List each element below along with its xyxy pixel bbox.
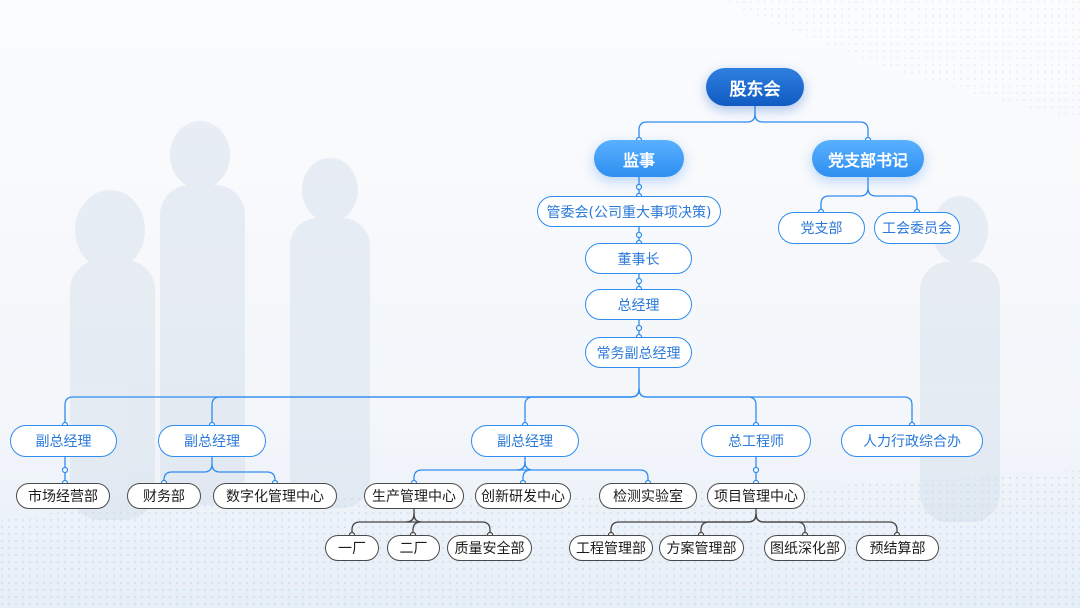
link-project-center bbox=[755, 513, 898, 535]
link-deputy-gm-3 bbox=[524, 461, 649, 483]
link-project-center bbox=[610, 513, 757, 535]
connector-dot bbox=[635, 183, 643, 191]
node-innovation-rd-center[interactable]: 创新研发中心 bbox=[475, 483, 571, 509]
node-shareholders[interactable]: 股东会 bbox=[706, 68, 804, 106]
node-plant-2[interactable]: 二厂 bbox=[387, 535, 440, 561]
link-shareholders bbox=[754, 113, 869, 140]
node-plant-1[interactable]: 一厂 bbox=[325, 535, 379, 561]
link-project-center bbox=[700, 513, 757, 535]
link-deputy-gm-2 bbox=[163, 463, 213, 483]
node-engineering-mgmt-dept[interactable]: 工程管理部 bbox=[569, 535, 653, 561]
node-quality-safety-dept[interactable]: 质量安全部 bbox=[447, 535, 532, 561]
link-executive-vp bbox=[524, 388, 640, 425]
node-drawing-detail-dept[interactable]: 图纸深化部 bbox=[764, 535, 846, 561]
connector-dot bbox=[752, 466, 760, 474]
link-deputy-gm-3 bbox=[413, 461, 526, 483]
node-union-committee[interactable]: 工会委员会 bbox=[874, 212, 960, 244]
link-production-center bbox=[351, 513, 415, 535]
connector-dot bbox=[635, 231, 643, 239]
node-digital-mgmt-center[interactable]: 数字化管理中心 bbox=[213, 483, 337, 509]
connector-dot bbox=[635, 324, 643, 332]
link-shareholders bbox=[638, 113, 756, 140]
node-chief-engineer[interactable]: 总工程师 bbox=[701, 425, 811, 457]
node-finance-dept[interactable]: 财务部 bbox=[127, 483, 201, 509]
link-production-center bbox=[413, 513, 491, 535]
connector-dot bbox=[61, 466, 69, 474]
link-deputy-gm-3 bbox=[516, 461, 532, 483]
node-party-secretary[interactable]: 党支部书记 bbox=[812, 140, 924, 177]
link-deputy-gm-2 bbox=[211, 463, 276, 483]
node-executive-vp[interactable]: 常务副总经理 bbox=[585, 337, 692, 368]
link-executive-vp bbox=[638, 388, 913, 425]
node-marketing-dept[interactable]: 市场经营部 bbox=[16, 483, 110, 509]
node-hr-admin-office[interactable]: 人力行政综合办 bbox=[841, 425, 983, 457]
node-budget-dept[interactable]: 预结算部 bbox=[856, 535, 939, 561]
node-testing-lab[interactable]: 检测实验室 bbox=[599, 483, 697, 509]
node-chairman[interactable]: 董事长 bbox=[585, 243, 692, 274]
node-general-manager[interactable]: 总经理 bbox=[585, 289, 692, 320]
connector-dot bbox=[635, 277, 643, 285]
link-party-secretary bbox=[867, 187, 918, 212]
node-deputy-gm-2[interactable]: 副总经理 bbox=[158, 425, 266, 457]
link-production-center bbox=[405, 513, 422, 535]
node-management-committee[interactable]: 管委会(公司重大事项决策) bbox=[537, 196, 721, 227]
node-deputy-gm-1[interactable]: 副总经理 bbox=[10, 425, 117, 457]
node-deputy-gm-3[interactable]: 副总经理 bbox=[471, 425, 579, 457]
link-executive-vp bbox=[64, 388, 640, 425]
node-project-mgmt-center[interactable]: 项目管理中心 bbox=[707, 483, 805, 509]
node-scheme-mgmt-dept[interactable]: 方案管理部 bbox=[659, 535, 744, 561]
link-project-center bbox=[755, 513, 806, 535]
node-party-branch[interactable]: 党支部 bbox=[778, 212, 865, 244]
node-supervisor[interactable]: 监事 bbox=[594, 140, 684, 177]
node-production-mgmt-center[interactable]: 生产管理中心 bbox=[364, 483, 464, 509]
link-executive-vp bbox=[638, 388, 757, 425]
link-party-secretary bbox=[820, 187, 869, 212]
link-executive-vp bbox=[211, 388, 640, 425]
